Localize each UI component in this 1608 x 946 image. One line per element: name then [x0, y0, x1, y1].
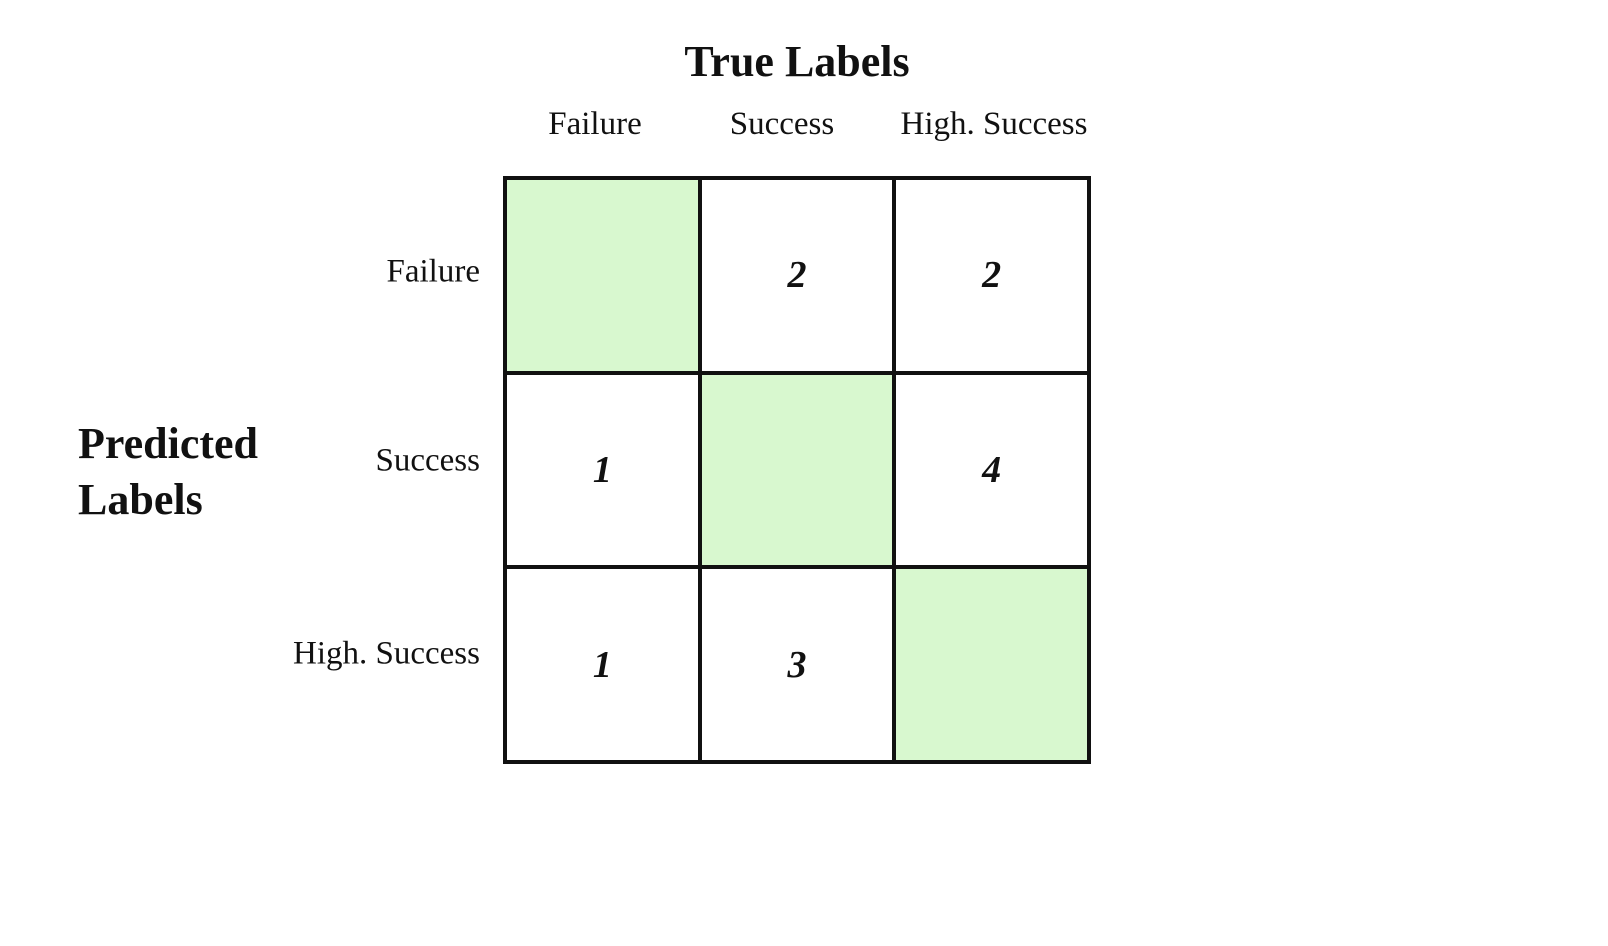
matrix-cell-r3-c3 [896, 569, 1087, 760]
column-label-failure: Failure [548, 106, 642, 142]
y-axis-title: Predicted Labels [78, 419, 259, 524]
row-label-high-success: High. Success [293, 635, 480, 672]
column-label-success: Success [729, 106, 835, 142]
matrix-cell-r2-c3: 4 [896, 374, 1087, 566]
row-label-success: Success [375, 442, 480, 479]
matrix-cell-r2-c2 [701, 374, 893, 566]
matrix-cell-r1-c2: 2 [701, 180, 893, 371]
matrix-cell-r1-c1 [507, 180, 698, 371]
matrix-cell-r3-c1: 1 [507, 569, 698, 760]
matrix-cell-r2-c1: 1 [507, 374, 698, 566]
row-label-failure: Failure [386, 253, 480, 290]
chart-title: True Labels [684, 37, 910, 86]
column-label-high-success: High. Success [900, 106, 1088, 142]
matrix-cell-r3-c2: 3 [701, 569, 893, 760]
matrix-cell-r1-c3: 2 [896, 180, 1087, 371]
